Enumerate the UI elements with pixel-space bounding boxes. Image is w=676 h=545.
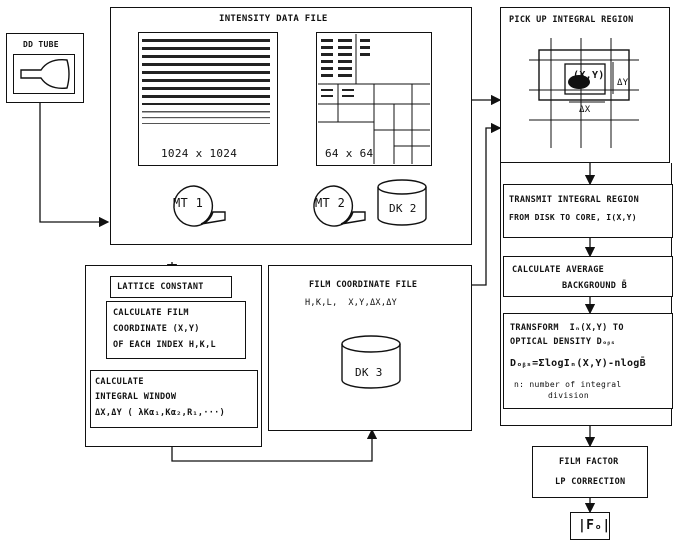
film-factor-line2: LP CORRECTION: [555, 477, 626, 487]
grid-64-panel: 64 x 64: [316, 32, 432, 166]
dd-tube-box: DD TUBE: [6, 33, 84, 103]
fo-result-label: |Fₒ|: [578, 518, 611, 533]
transform-note2: division: [548, 391, 589, 400]
transform-line1: TRANSFORM Iₙ(X,Y) TO: [510, 323, 624, 333]
transmit-line1: TRANSMIT INTEGRAL REGION: [509, 195, 640, 205]
film-coordinate-file-box: FILM COORDINATE FILE H,K,L, X,Y,ΔX,ΔY DK…: [268, 265, 472, 431]
transmit-line2: FROM DISK TO CORE, I(X,Y): [509, 213, 637, 222]
pick-up-integral-region-box: PICK UP INTEGRAL REGION (X,Y) ΔY ΔX: [500, 7, 670, 163]
calc2-line1: CALCULATE: [95, 377, 144, 387]
transmit-integral-region-box: TRANSMIT INTEGRAL REGION FROM DISK TO CO…: [503, 184, 673, 238]
lattice-processing-box: LATTICE CONSTANT CALCULATE FILM COORDINA…: [85, 265, 262, 447]
arrow-ddtube-to-intensity: [39, 100, 110, 228]
transform-optical-density-box: TRANSFORM Iₙ(X,Y) TO OPTICAL DENSITY Dₒᵦ…: [503, 313, 673, 409]
dk2-disk-icon: [377, 179, 427, 226]
dk3-disk-icon: [341, 335, 401, 389]
calc2-line2: INTEGRAL WINDOW: [95, 392, 177, 402]
fo-result-box: |Fₒ|: [570, 512, 610, 540]
lattice-constant-box: LATTICE CONSTANT: [110, 276, 232, 298]
mt1-label: MT 1: [173, 196, 204, 210]
crt-tube-icon: [20, 59, 70, 89]
transform-line2: OPTICAL DENSITY Dₒᵦₛ: [510, 337, 616, 347]
lattice-constant-title: LATTICE CONSTANT: [117, 282, 204, 292]
calc2-line3: ΔX,ΔY ( λKα₁,Kα₂,R₁,···): [95, 408, 226, 418]
raster-1024-panel: 1024 x 1024: [138, 32, 278, 166]
dd-tube-label: DD TUBE: [23, 40, 59, 49]
dk3-label: DK 3: [355, 366, 383, 379]
transform-formula: Dₒᵦₛ=ΣlogIₙ(X,Y)-nlogB̄: [510, 358, 646, 369]
film-coord-title: FILM COORDINATE FILE: [309, 280, 418, 290]
arrow-filmcoord-to-pickup: [472, 122, 502, 286]
pick-up-dy-label: ΔY: [617, 78, 629, 88]
calc1-line1: CALCULATE FILM: [113, 308, 189, 318]
average-line1: CALCULATE AVERAGE: [512, 265, 605, 275]
raster-scan-lines: [142, 39, 270, 124]
film-coord-fields: H,K,L, X,Y,ΔX,ΔY: [305, 298, 398, 308]
film-factor-line1: FILM FACTOR: [559, 457, 619, 467]
calc1-line2: COORDINATE (X,Y): [113, 324, 200, 334]
intensity-data-file-box: INTENSITY DATA FILE 1024 x 1024: [110, 7, 472, 245]
average-line2: BACKGROUND B̄: [562, 281, 628, 291]
calculate-film-coordinate-box: CALCULATE FILM COORDINATE (X,Y) OF EACH …: [106, 301, 246, 359]
calc1-line3: OF EACH INDEX H,K,L: [113, 340, 216, 350]
calculate-integral-window-box: CALCULATE INTEGRAL WINDOW ΔX,ΔY ( λKα₁,K…: [90, 370, 258, 428]
pick-up-xy-label: (X,Y): [573, 70, 605, 81]
size-1024-label: 1024 x 1024: [161, 147, 238, 160]
film-factor-box: FILM FACTOR LP CORRECTION: [532, 446, 648, 498]
calculate-average-box: CALCULATE AVERAGE BACKGROUND B̄: [503, 256, 673, 297]
integral-region-grid: [529, 38, 639, 148]
mt2-label: MT 2: [315, 196, 346, 210]
pick-up-dx-label: ΔX: [579, 105, 591, 115]
mt1-tape-icon: [173, 185, 226, 227]
subdivided-grid: [318, 34, 430, 164]
transform-note1: n: number of integral: [514, 380, 622, 389]
crt-tube-frame: [13, 54, 75, 94]
dk2-label: DK 2: [389, 202, 417, 215]
mt2-tape-icon: [313, 185, 366, 227]
size-64-label: 64 x 64: [325, 147, 374, 160]
intensity-data-file-title: INTENSITY DATA FILE: [219, 14, 328, 24]
pick-up-title: PICK UP INTEGRAL REGION: [509, 15, 634, 25]
